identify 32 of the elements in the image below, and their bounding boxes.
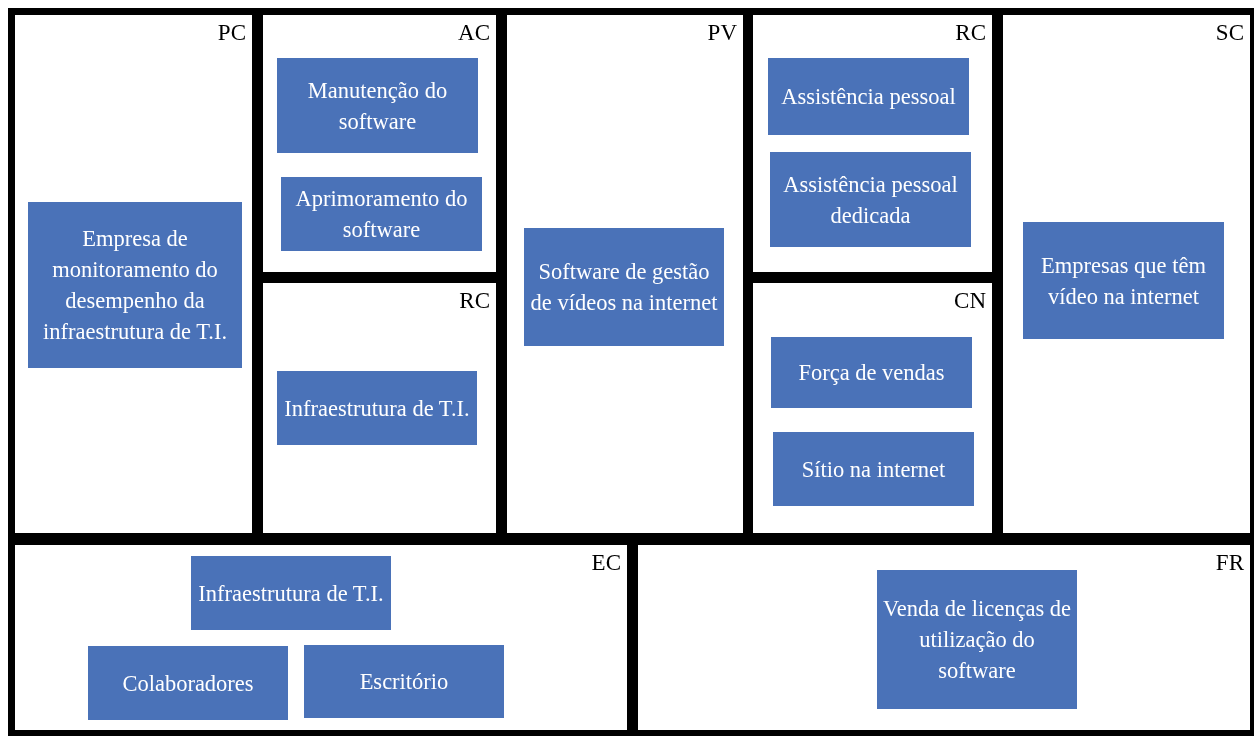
section-heading: CN xyxy=(954,289,986,312)
content-box: Escritório xyxy=(304,645,504,718)
content-box: Força de vendas xyxy=(771,337,972,408)
canvas-panel xyxy=(1003,15,1250,533)
content-box: Aprimoramento do software xyxy=(281,177,482,251)
section-heading: RC xyxy=(955,21,986,44)
section-heading: AC xyxy=(458,21,490,44)
canvas-panel xyxy=(15,15,252,533)
section-heading: RC xyxy=(459,289,490,312)
content-box: Sítio na internet xyxy=(773,432,974,506)
content-box: Empresas que têm vídeo na internet xyxy=(1023,222,1224,339)
canvas-panel xyxy=(753,283,992,533)
section-heading: PV xyxy=(707,21,737,44)
content-box: Infraestrutura de T.I. xyxy=(277,371,477,445)
content-box: Infraestrutura de T.I. xyxy=(191,556,391,630)
content-box: Assistência pessoal dedicada xyxy=(770,152,971,247)
section-heading: PC xyxy=(217,21,246,44)
canvas-panel xyxy=(263,283,496,533)
content-box: Manutenção do software xyxy=(277,58,478,153)
content-box: Venda de licenças de utilização do software xyxy=(877,570,1077,709)
canvas-panel xyxy=(15,545,627,730)
canvas-panel xyxy=(263,15,496,272)
section-heading: FR xyxy=(1215,551,1244,574)
content-box: Assistência pessoal xyxy=(768,58,969,135)
section-heading: EC xyxy=(591,551,621,574)
canvas-panel xyxy=(753,15,992,272)
section-heading: SC xyxy=(1215,21,1244,44)
canvas-panel xyxy=(638,545,1250,730)
canvas-panel xyxy=(507,15,743,533)
content-box: Empresa de monitoramento do desempenho da infraestrutura de T.I. xyxy=(28,202,242,368)
content-box: Software de gestão de vídeos na internet xyxy=(524,228,724,346)
content-box: Colaboradores xyxy=(88,646,288,720)
